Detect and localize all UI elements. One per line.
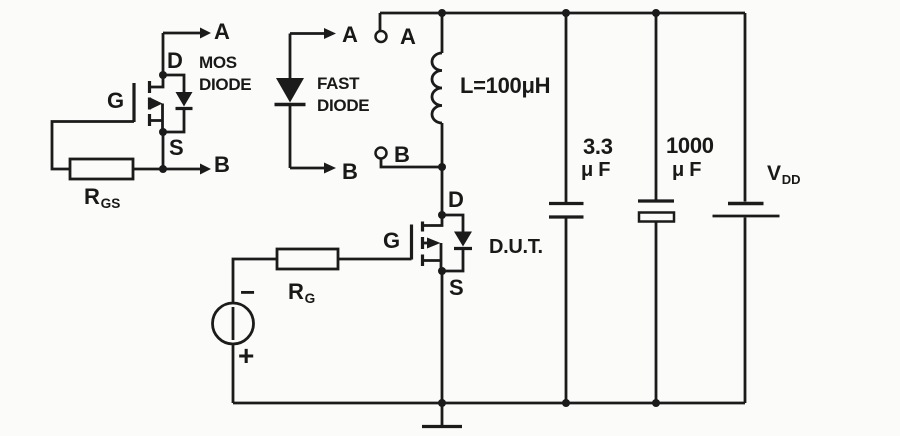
resistor-rg — [275, 247, 340, 271]
fast-diode-symbol — [274, 78, 306, 107]
mosfet-symbol — [50, 75, 165, 171]
source-plus-sign: + — [238, 340, 255, 371]
body-arrow — [427, 237, 441, 249]
main-terminal-b-label: B — [394, 142, 410, 167]
vdd-supply-label: VDD — [767, 162, 801, 187]
dut-source-label: S — [449, 275, 464, 300]
dut-body-diode — [442, 213, 472, 273]
terminal-b-circle — [374, 146, 388, 160]
main-test-circuit — [211, 9, 780, 429]
terminal-b-arrow — [290, 162, 336, 174]
source-minus-sign: − — [240, 277, 255, 307]
main-terminal-a-label: A — [400, 24, 416, 49]
mos-source-label: S — [169, 135, 184, 160]
terminal-a-arrow — [163, 27, 211, 39]
mos-drain-label: D — [167, 48, 183, 73]
mos-diode-name-line2: DIODE — [199, 75, 252, 94]
cap1-unit-label: μ F — [581, 159, 611, 181]
capacitor-1000uf — [637, 9, 676, 403]
resistor-rgs — [68, 157, 135, 181]
terminal-a-circle — [374, 29, 388, 44]
mos-diode-name-line1: MOS — [199, 53, 237, 72]
vdd-battery — [712, 13, 780, 403]
fast-terminal-a-label: A — [342, 22, 358, 47]
terminal-b-arrow — [163, 163, 211, 175]
fast-terminal-b-label: B — [342, 159, 358, 184]
fast-diode-name-line2: DIODE — [317, 96, 370, 115]
inductor-coil — [430, 51, 443, 125]
dut-gate-label: G — [383, 228, 400, 253]
cap2-unit-label: μ F — [672, 159, 702, 181]
fast-diode-name-line1: FAST — [317, 74, 360, 93]
dut-name-label: D.U.T. — [489, 236, 543, 258]
dut-mosfet-symbol — [338, 215, 444, 271]
inductor-value-label: L=100μH — [460, 73, 551, 98]
rgs-resistor-label: RGS — [84, 184, 121, 211]
ground-symbol — [422, 403, 462, 429]
mos-gate-label: G — [107, 88, 124, 113]
terminal-a-arrow — [290, 28, 336, 39]
mos-terminal-b-label: B — [214, 152, 230, 177]
mos-diode-subcircuit — [50, 27, 211, 181]
capacitor-3p3uf — [549, 9, 584, 403]
cap2-value-label: 1000 — [666, 133, 714, 158]
rg-resistor-label: RG — [288, 279, 316, 306]
body-diode — [163, 73, 193, 134]
mos-terminal-a-label: A — [214, 19, 230, 44]
fast-diode-subcircuit — [274, 28, 336, 174]
body-arrow — [151, 98, 163, 109]
cap1-value-label: 3.3 — [583, 134, 613, 159]
dut-drain-label: D — [448, 187, 464, 212]
